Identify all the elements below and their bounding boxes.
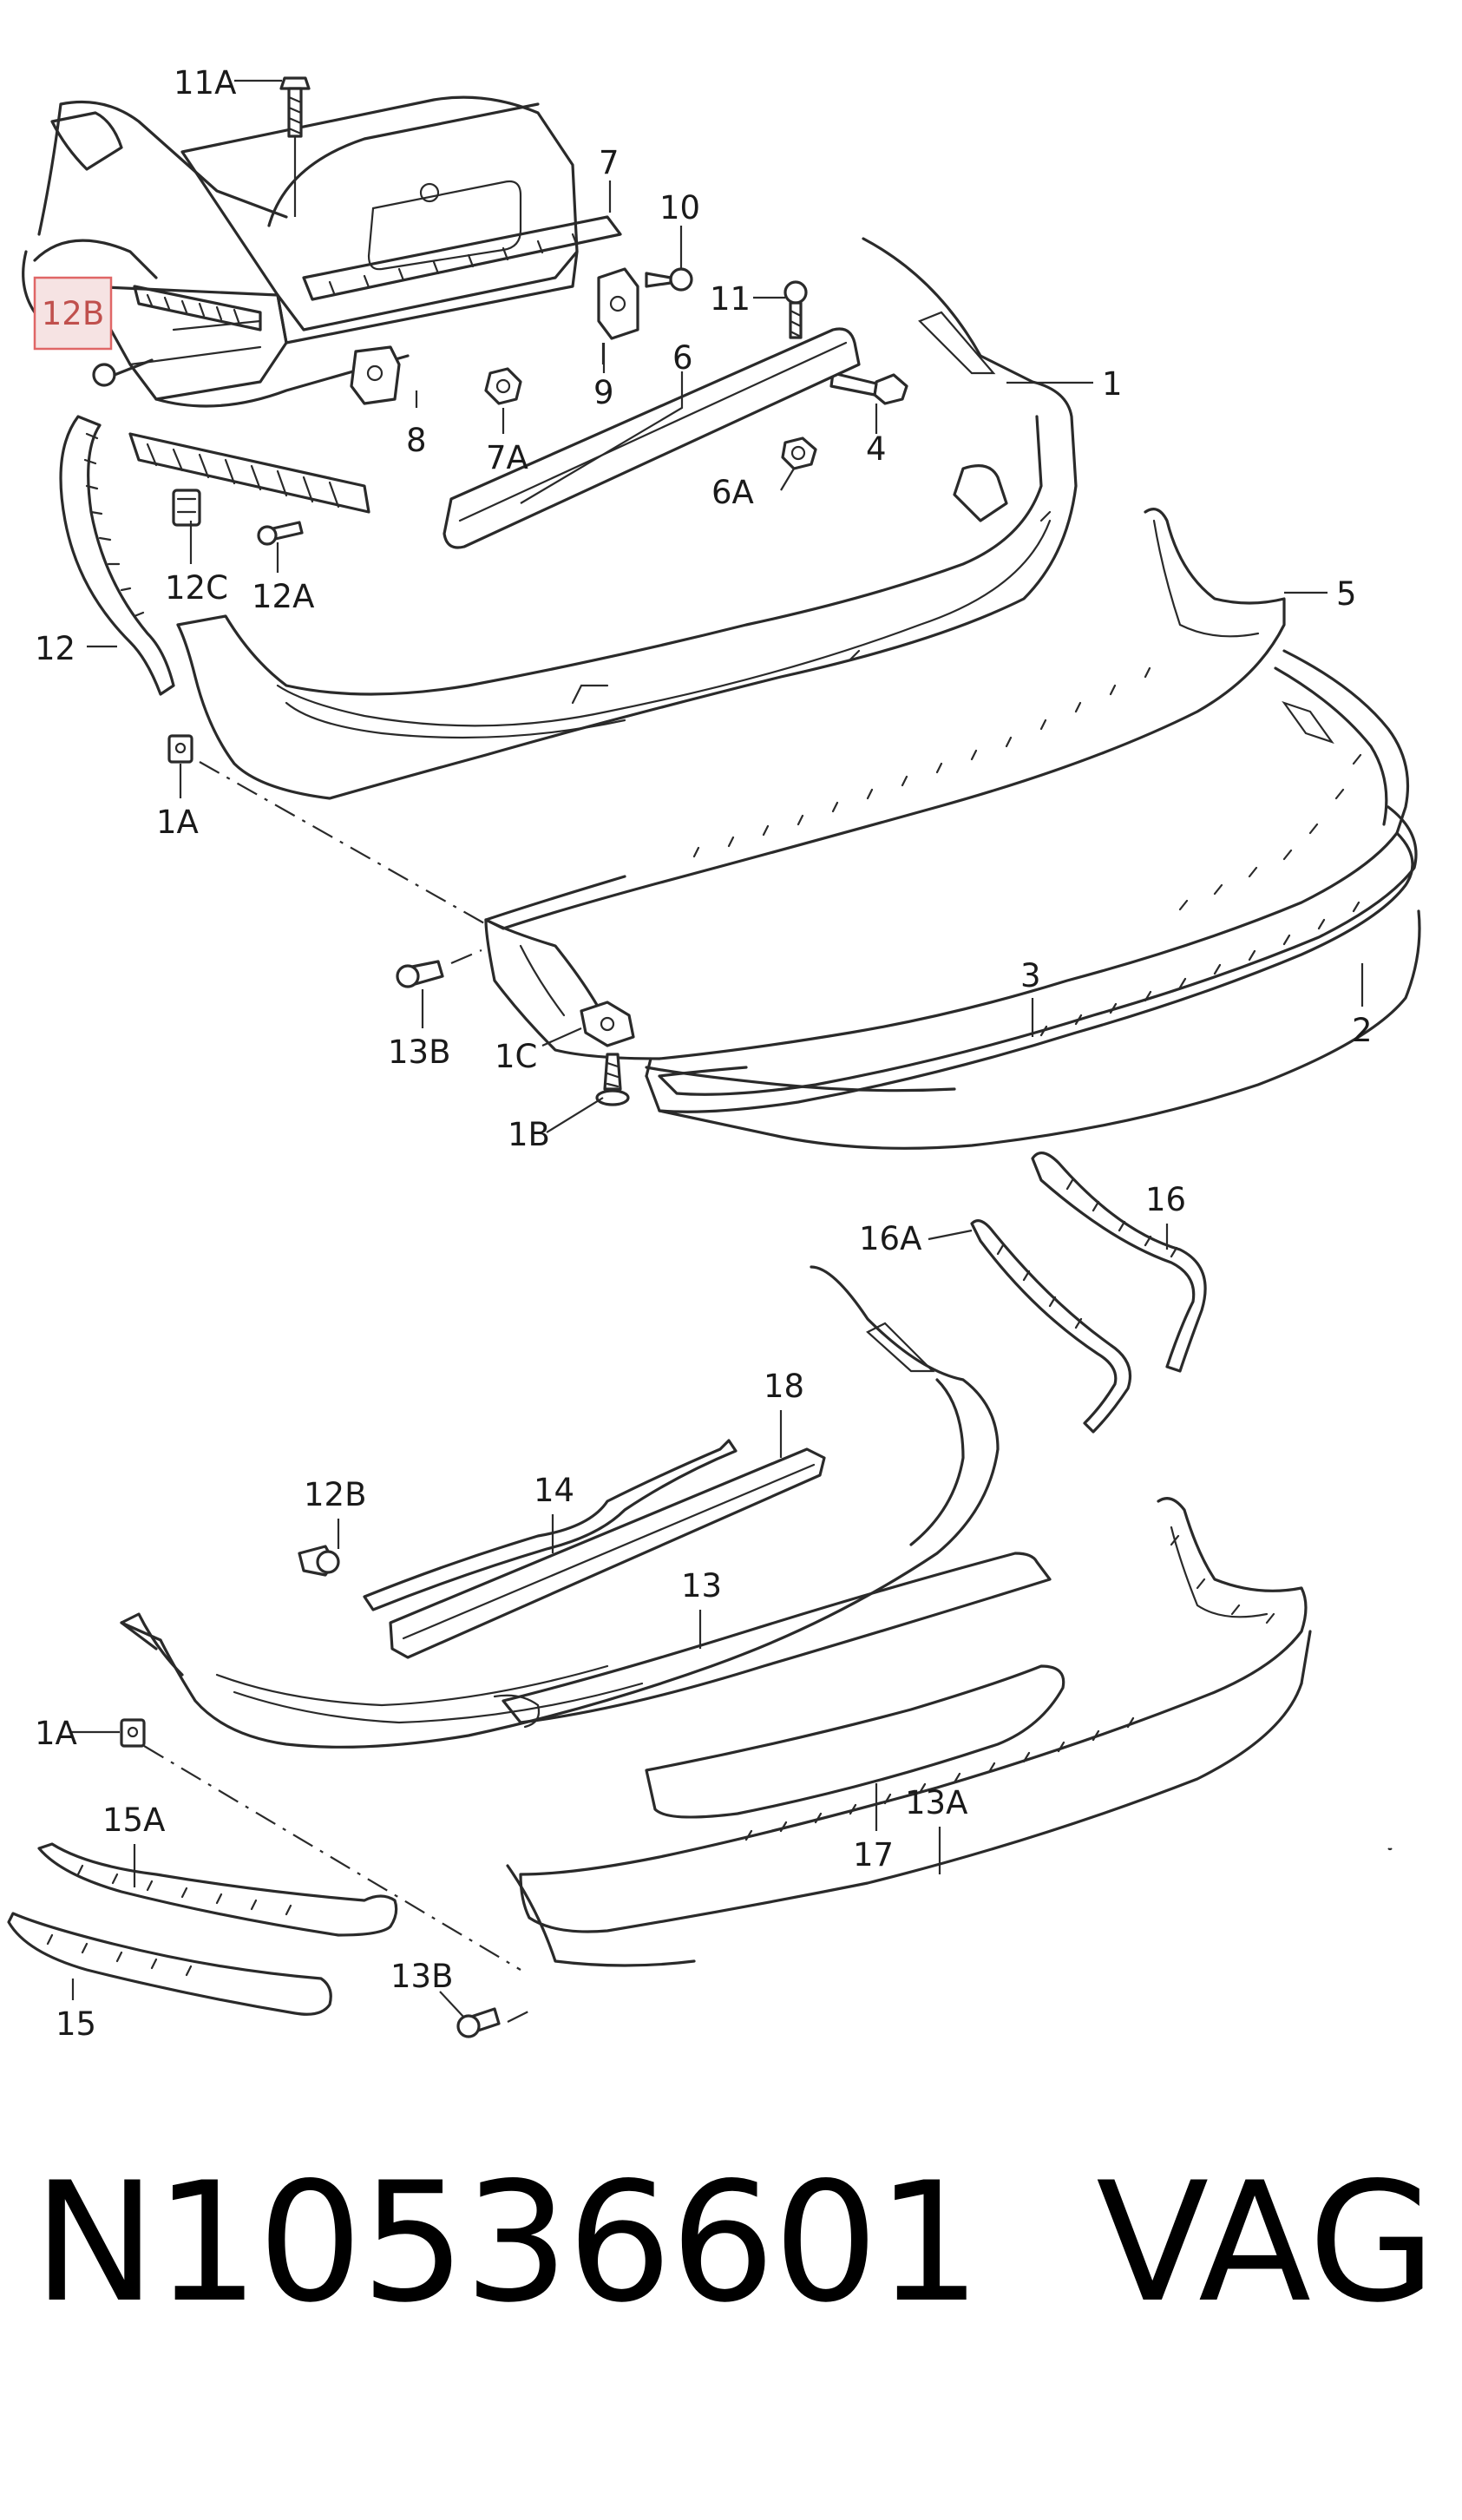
screw-12A bbox=[257, 521, 304, 546]
callout-3: 3 bbox=[1020, 957, 1041, 994]
callout-8: 8 bbox=[406, 422, 427, 459]
callout-7A: 7A bbox=[486, 439, 528, 476]
callout-11: 11 bbox=[710, 280, 751, 318]
strip-18 bbox=[389, 1447, 826, 1659]
strip-13 bbox=[502, 1552, 1052, 1724]
callout-13A: 13A bbox=[905, 1784, 967, 1821]
callout-14: 14 bbox=[534, 1472, 574, 1509]
clip-13B-bottom bbox=[456, 2007, 501, 2038]
screw-12B-top bbox=[92, 358, 154, 387]
callout-9: 9 bbox=[593, 374, 614, 411]
clip-12B-bottom bbox=[298, 1545, 340, 1577]
bumper-skirt-5 bbox=[484, 508, 1286, 930]
callout-5: 5 bbox=[1336, 575, 1357, 613]
bracket-8 bbox=[350, 345, 401, 405]
reinforcement-6 bbox=[443, 327, 1008, 549]
lower-strip bbox=[645, 909, 1421, 1150]
bolt-11A bbox=[279, 76, 311, 217]
callout-12C: 12C bbox=[165, 569, 228, 607]
callout-12B-top: 12B bbox=[42, 295, 104, 332]
screw-1B bbox=[595, 1053, 630, 1106]
nut-7A bbox=[484, 367, 522, 405]
callout-12B-bottom: 12B bbox=[304, 1476, 366, 1513]
callout-1C: 1C bbox=[495, 1038, 537, 1075]
retainer-strip-12 bbox=[59, 285, 370, 696]
callout-6A: 6A bbox=[711, 474, 754, 511]
callout-1B: 1B bbox=[508, 1116, 550, 1153]
callout-17: 17 bbox=[853, 1836, 894, 1874]
footer: N10536601 VAG bbox=[0, 2143, 1462, 2343]
callout-7: 7 bbox=[599, 144, 620, 181]
trim-15 bbox=[7, 1912, 332, 2016]
bumper-cover-13 bbox=[120, 1265, 1000, 1749]
callout-12: 12 bbox=[35, 630, 75, 667]
callout-10: 10 bbox=[659, 189, 700, 226]
bolt-4 bbox=[829, 371, 908, 405]
trim-strip-3 bbox=[658, 805, 1418, 1113]
callout-1A-bottom: 1A bbox=[35, 1715, 77, 1752]
callout-16A: 16A bbox=[859, 1220, 921, 1257]
callout-13: 13 bbox=[681, 1567, 722, 1605]
clip-1A-bottom bbox=[120, 1718, 146, 1748]
callout-2: 2 bbox=[1352, 1012, 1373, 1049]
bracket-9 bbox=[597, 267, 639, 364]
callout-16: 16 bbox=[1145, 1181, 1186, 1218]
trim-16 bbox=[1031, 1152, 1207, 1373]
nut-6A bbox=[781, 436, 817, 470]
clip-13B-top bbox=[396, 960, 444, 988]
callout-12A: 12A bbox=[252, 578, 314, 615]
panel-17 bbox=[645, 1664, 1065, 1819]
highlighted-callout-12B[interactable]: 12B bbox=[33, 276, 113, 351]
callout-11A: 11A bbox=[174, 64, 236, 102]
bracket-7 bbox=[302, 215, 622, 301]
callout-18: 18 bbox=[764, 1368, 804, 1405]
bumper-lower-2 bbox=[484, 649, 1409, 1060]
callout-13B-top: 13B bbox=[388, 1034, 450, 1071]
callout-1: 1 bbox=[1102, 365, 1123, 403]
trim-15A bbox=[37, 1842, 398, 1937]
clip-12C bbox=[172, 489, 201, 527]
callout-13B-bottom: 13B bbox=[390, 1958, 453, 1995]
brand-name: VAG bbox=[1096, 2147, 1436, 2339]
callout-1A-top: 1A bbox=[156, 804, 199, 841]
car-rear-body bbox=[22, 95, 579, 408]
strip-14 bbox=[363, 1439, 738, 1611]
callout-15: 15 bbox=[56, 2005, 96, 2043]
screw-11 bbox=[783, 280, 808, 339]
clip-1C bbox=[580, 1001, 635, 1047]
clip-1A-top bbox=[167, 734, 193, 764]
screw-10 bbox=[645, 267, 693, 292]
callout-15A: 15A bbox=[102, 1801, 165, 1839]
trim-16A bbox=[970, 1219, 1132, 1434]
callout-6: 6 bbox=[672, 339, 693, 377]
bumper-cover-1 bbox=[176, 237, 1078, 800]
skirt-13A bbox=[506, 1497, 1312, 1967]
callout-4: 4 bbox=[866, 430, 887, 468]
part-number: N10536601 bbox=[33, 2147, 981, 2339]
